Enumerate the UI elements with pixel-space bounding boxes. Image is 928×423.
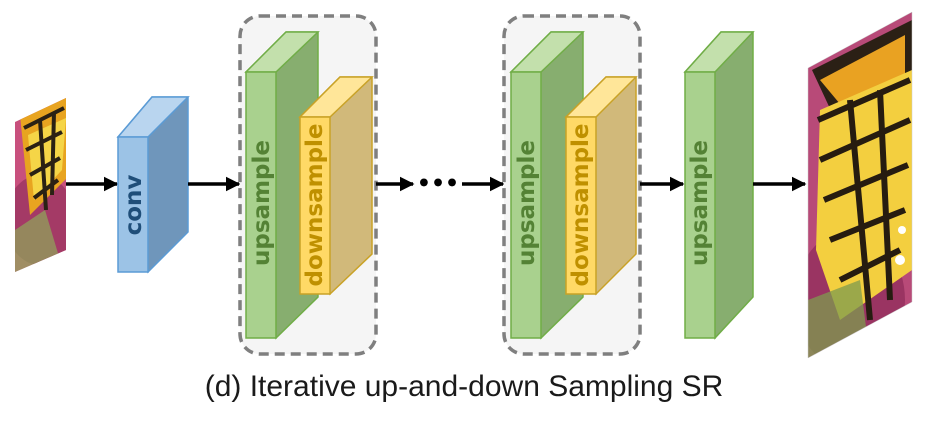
downsample-block-2: downsample: [564, 76, 638, 296]
downsample-label-2: downsample: [568, 123, 594, 286]
input-image: [15, 98, 66, 272]
upsample-block-final: upsample: [683, 31, 755, 340]
output-image: [807, 11, 913, 359]
downsample-block-1: downsample: [298, 76, 374, 296]
up-down-group-1: upsample downsample: [238, 14, 378, 356]
conv-block: conv: [116, 96, 190, 274]
conv-label: conv: [121, 175, 147, 236]
upsample-label-final: upsample: [687, 140, 713, 266]
upsample-label-1: upsample: [249, 140, 275, 266]
diagram-caption: (d) Iterative up-and-down Sampling SR: [205, 370, 724, 403]
butterfly-lowres-icon: [15, 98, 66, 272]
downsample-label-1: downsample: [302, 123, 328, 286]
upsample-block-2: upsample: [509, 31, 585, 340]
upsample-label-2: upsample: [514, 140, 540, 266]
up-down-group-2: upsample downsample: [502, 14, 642, 356]
ellipsis: •••: [417, 172, 459, 197]
butterfly-highres-icon: [808, 12, 912, 358]
